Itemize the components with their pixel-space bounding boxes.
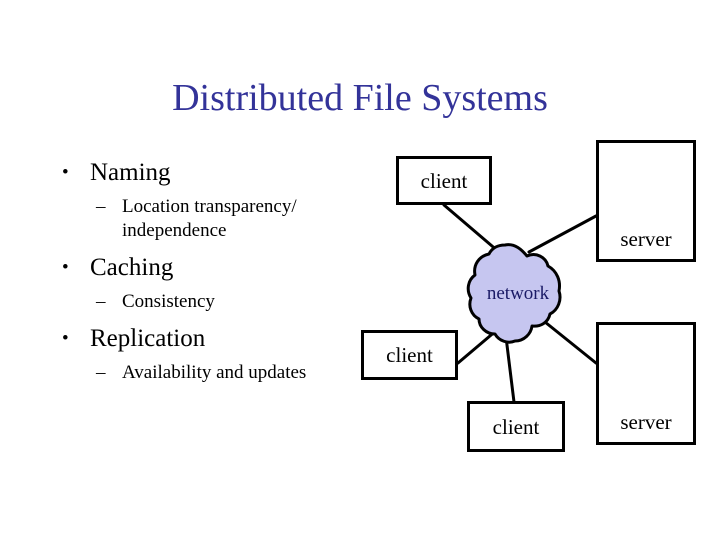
outline-item-label: Availability and updates (122, 362, 307, 383)
edge-server-bottom-to-network (538, 316, 598, 365)
outline-item-label: Caching (90, 254, 174, 281)
bullet-marker-icon: • (62, 257, 69, 278)
network-cloud-shape[interactable] (466, 243, 562, 344)
edge-client-bottom-to-network (504, 335, 516, 404)
server-node-label: server (620, 227, 672, 251)
client-node-bottom[interactable]: client (467, 401, 565, 452)
outline-item-replication: • Replication (46, 324, 376, 354)
outline-item-caching: • Caching (46, 253, 376, 283)
dash-marker-icon: – (96, 291, 106, 312)
outline-item-naming: • Naming (46, 158, 376, 188)
page-title: Distributed File Systems (172, 77, 548, 119)
client-node-label: client (492, 414, 540, 439)
server-node-top[interactable]: server (596, 140, 696, 262)
server-node-bottom[interactable]: server (596, 322, 696, 445)
bullet-marker-icon: • (62, 328, 69, 349)
server-node-label: server (620, 410, 672, 434)
client-node-top[interactable]: client (396, 156, 492, 205)
outline-item-label: Replication (90, 325, 206, 352)
client-node-label: client (420, 168, 468, 193)
outline-list: • Naming – Location transparency/ indepe… (46, 158, 376, 385)
outline-item-location-transparency: – Location transparency/ independence (46, 195, 376, 243)
edge-server-top-to-network (527, 214, 598, 254)
edge-client-top-to-network (442, 203, 501, 254)
outline-item-availability-updates: – Availability and updates (46, 361, 376, 385)
client-node-middle[interactable]: client (361, 330, 458, 380)
network-label: network (486, 283, 550, 304)
outline-item-consistency: – Consistency (46, 290, 376, 314)
dash-marker-icon: – (96, 196, 106, 217)
outline-item-label: Consistency (122, 291, 215, 312)
outline-item-label: Location transparency/ independence (122, 196, 297, 241)
dash-marker-icon: – (96, 362, 106, 383)
client-node-label: client (386, 343, 433, 367)
outline-item-label: Naming (90, 159, 171, 186)
bullet-marker-icon: • (62, 162, 69, 183)
